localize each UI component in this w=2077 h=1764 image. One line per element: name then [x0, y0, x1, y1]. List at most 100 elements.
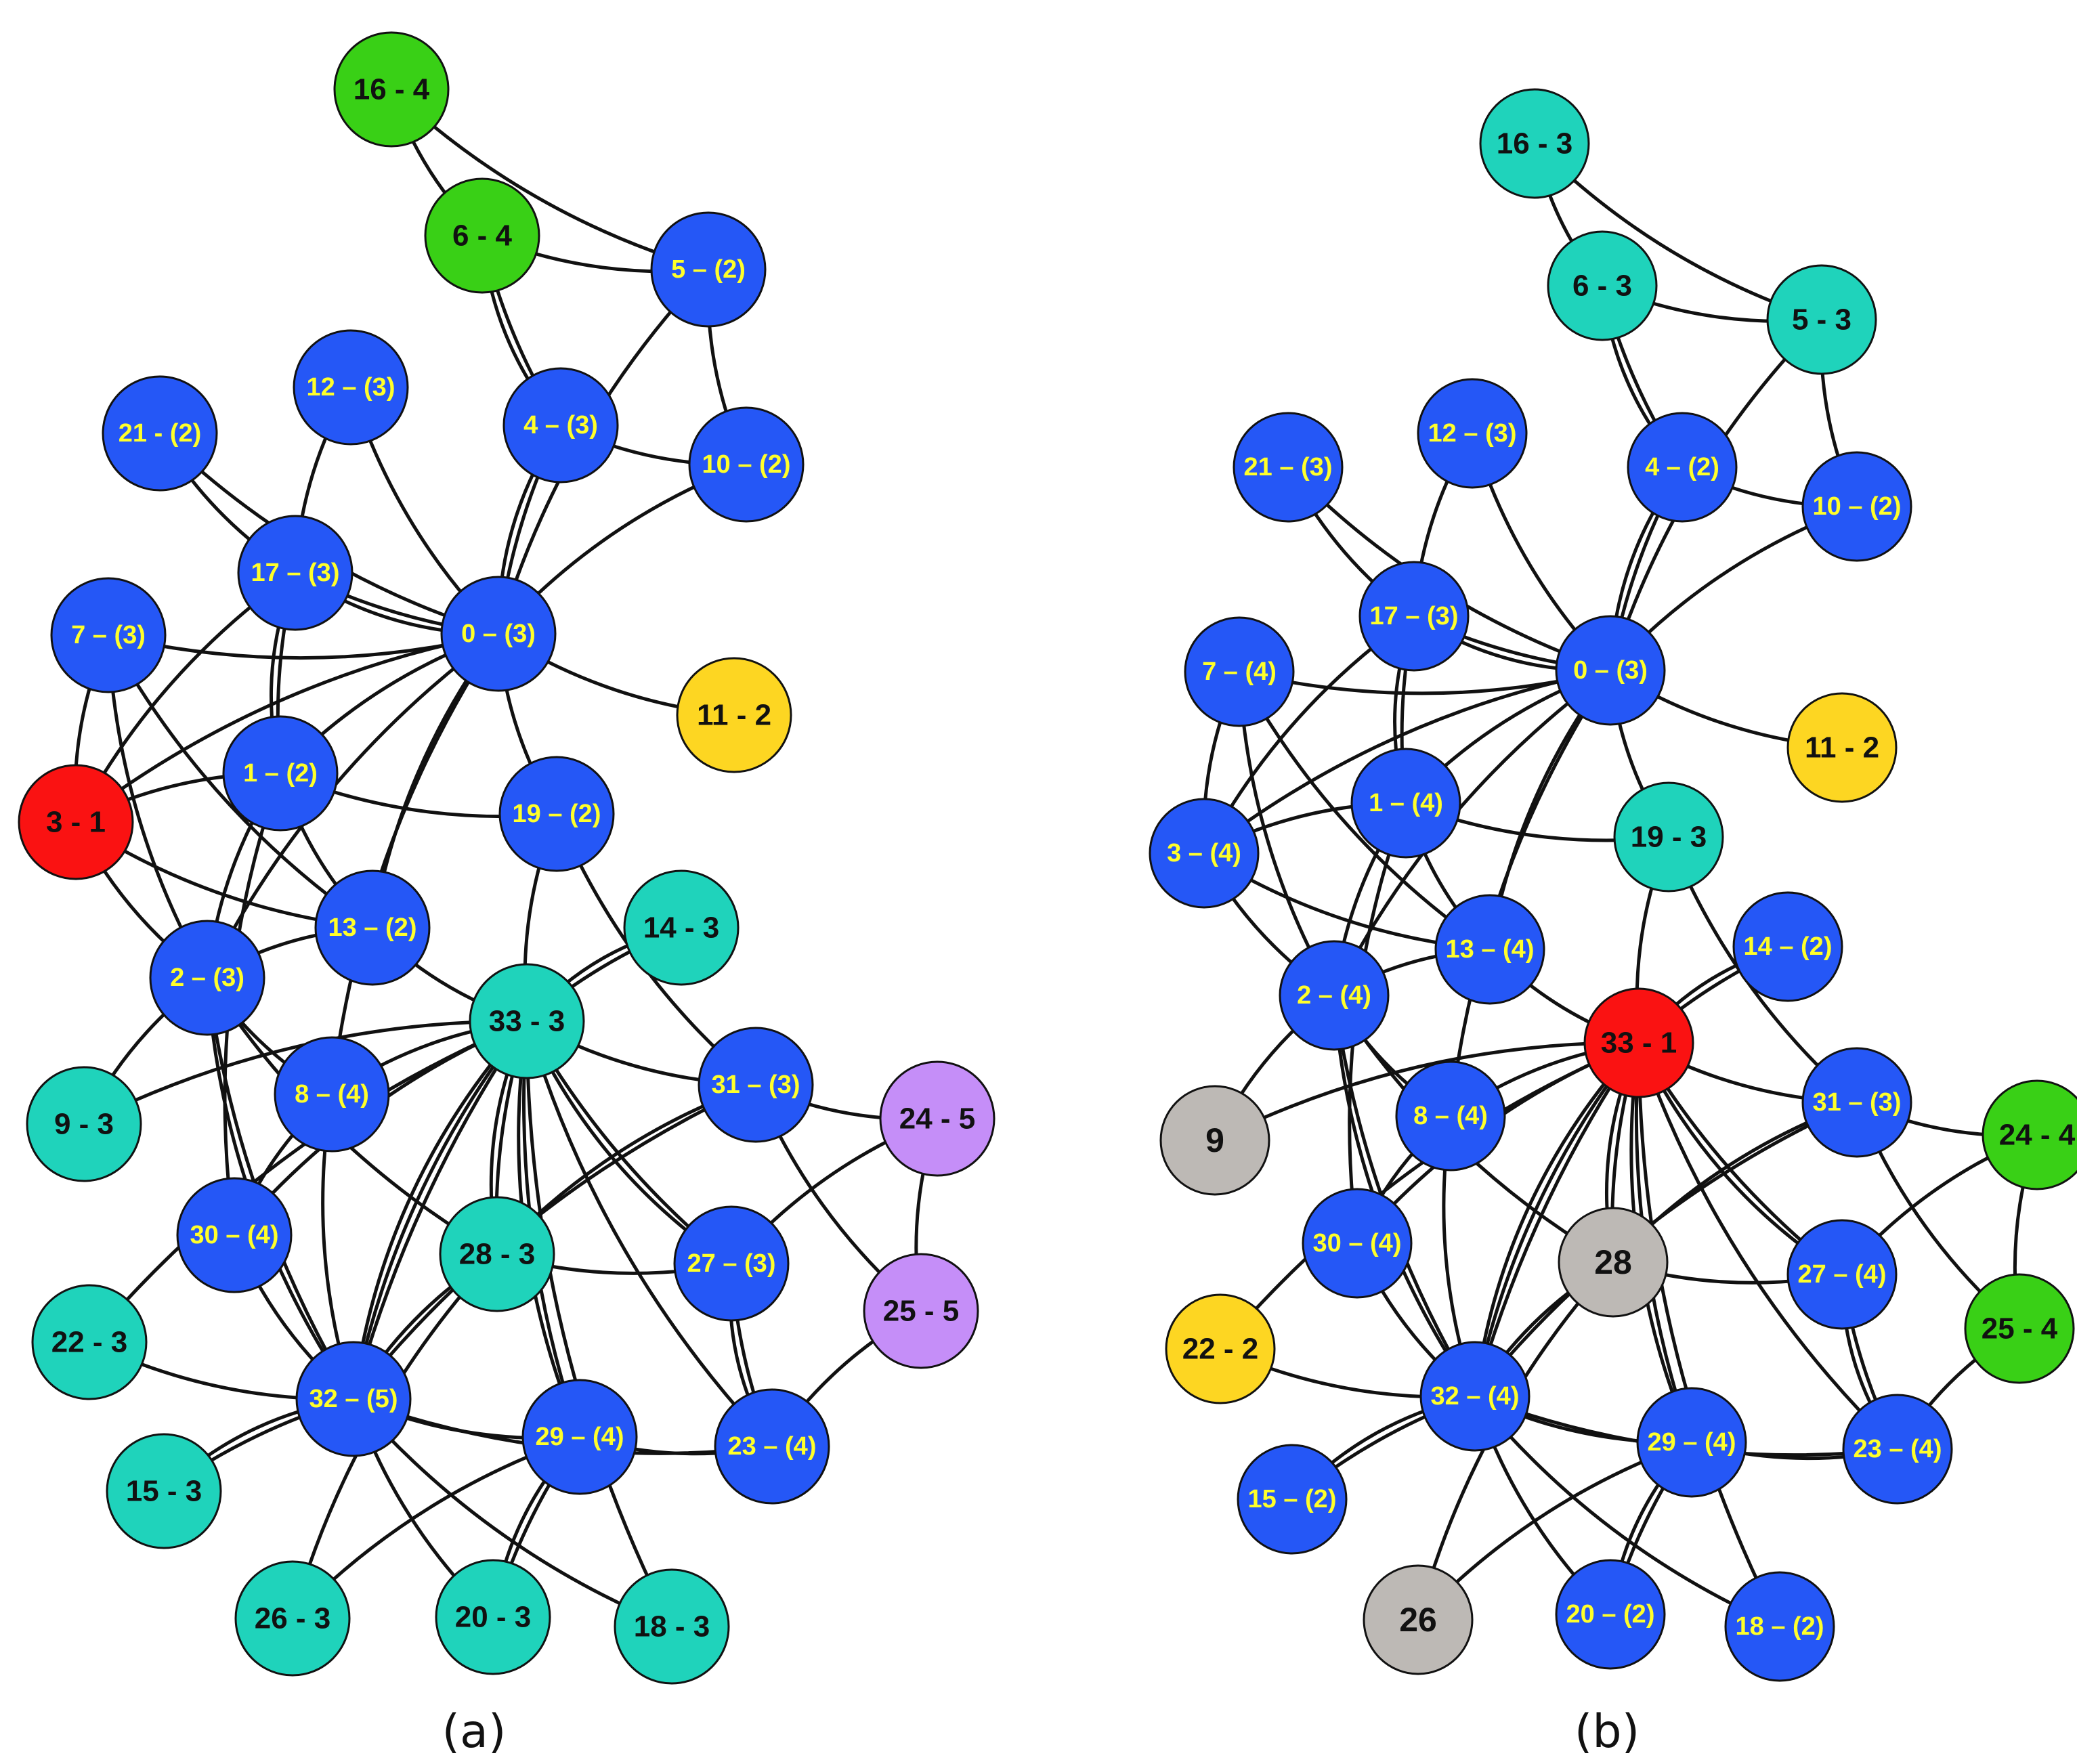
node-12-label: 12 – (3) [307, 373, 395, 402]
node-24-label: 24 - 5 [899, 1102, 976, 1136]
node-18: 18 - 3 [614, 1568, 730, 1685]
node-11-circle [1786, 692, 1898, 803]
node-14-label: 14 – (2) [1744, 932, 1833, 961]
node-3: 3 – (4) [1149, 798, 1260, 909]
edge-33-22 [88, 1019, 528, 1343]
node-27: 27 – (4) [1786, 1219, 1898, 1330]
edge-0-3 [1203, 668, 1611, 855]
node-11-circle [676, 657, 792, 773]
edge-33-18 [525, 1020, 674, 1628]
node-17-circle [237, 515, 354, 631]
edge-0-3 [74, 632, 499, 823]
node-9: 9 [1159, 1085, 1270, 1196]
node-3-circle [18, 764, 134, 880]
node-27: 27 – (3) [673, 1205, 790, 1322]
node-6-circle [424, 177, 540, 294]
node-27-circle [1786, 1219, 1898, 1330]
node-10-circle [1801, 451, 1912, 562]
node-12-circle [293, 329, 409, 446]
node-15-circle [106, 1433, 222, 1549]
node-16: 16 - 4 [333, 31, 450, 148]
node-20-label: 20 - 3 [455, 1601, 532, 1634]
node-27-label: 27 – (4) [1798, 1260, 1887, 1289]
node-11: 11 - 2 [1786, 692, 1898, 803]
panel-a-caption: (a) [442, 1705, 507, 1759]
node-10-label: 10 – (2) [702, 450, 791, 479]
node-7: 7 – (4) [1184, 616, 1295, 727]
edge-33-23 [1637, 1042, 1899, 1450]
node-0-label: 0 – (3) [461, 620, 536, 648]
node-0-circle [1555, 615, 1666, 726]
node-29-circle [521, 1379, 638, 1495]
node-13-circle [1434, 894, 1545, 1005]
node-15-circle [1237, 1444, 1348, 1555]
node-22-circle [31, 1284, 148, 1400]
node-4-label: 4 – (2) [1645, 453, 1719, 481]
node-6-label: 6 - 4 [452, 219, 513, 253]
node-18-circle [614, 1568, 730, 1685]
node-33: 33 - 1 [1583, 987, 1694, 1098]
node-28: 28 [1558, 1207, 1669, 1318]
node-25-label: 25 - 5 [883, 1295, 960, 1328]
node-6: 6 - 4 [424, 177, 540, 294]
node-21-label: 21 – (3) [1244, 453, 1333, 481]
edge-33-9 [1214, 1041, 1640, 1142]
node-1: 1 – (2) [222, 715, 339, 832]
edge-33-32 [351, 1020, 528, 1400]
node-21-circle [102, 375, 218, 492]
node-2-circle [1279, 940, 1390, 1051]
node-28-label: 28 - 3 [459, 1238, 536, 1271]
panel-b: 16 - 36 - 35 - 312 – (3)4 – (2)10 – (2)2… [1149, 88, 2077, 1759]
node-31-label: 31 – (3) [712, 1071, 800, 1099]
node-17-label: 17 – (3) [1370, 602, 1459, 630]
node-32: 32 – (5) [295, 1341, 412, 1457]
node-23-label: 23 – (4) [1854, 1435, 1942, 1463]
node-30-label: 30 – (4) [1313, 1229, 1402, 1257]
node-28: 28 - 3 [439, 1196, 555, 1312]
node-12-label: 12 – (3) [1428, 419, 1517, 448]
node-32-label: 32 – (4) [1431, 1382, 1520, 1411]
node-19-circle [1613, 781, 1724, 892]
node-13-circle [314, 869, 431, 986]
edge-33-23 [525, 1020, 773, 1448]
node-2-label: 2 – (4) [1297, 981, 1371, 1010]
node-25-circle [1964, 1273, 2075, 1384]
node-7-label: 7 – (3) [71, 621, 146, 649]
node-32-circle [1419, 1341, 1530, 1452]
node-9: 9 - 3 [26, 1066, 142, 1182]
node-17-label: 17 – (3) [251, 559, 340, 587]
node-23-circle [1842, 1394, 1953, 1505]
node-13-label: 13 – (4) [1446, 935, 1535, 964]
node-16-label: 16 - 3 [1497, 127, 1573, 160]
node-27-label: 27 – (3) [687, 1249, 776, 1278]
node-33-label: 33 - 1 [1601, 1027, 1677, 1060]
node-20: 20 - 3 [435, 1559, 551, 1675]
node-4: 4 – (2) [1627, 412, 1738, 523]
node-8-label: 8 – (4) [295, 1080, 369, 1109]
node-5-label: 5 – (2) [671, 255, 746, 284]
node-3: 3 - 1 [18, 764, 134, 880]
node-15: 15 – (2) [1237, 1444, 1348, 1555]
node-30-circle [176, 1177, 293, 1293]
node-21-label: 21 - (2) [119, 419, 201, 448]
node-31: 31 – (3) [1801, 1047, 1912, 1158]
node-32-circle [295, 1341, 412, 1457]
node-5: 5 – (2) [650, 211, 767, 328]
node-11-label: 11 - 2 [697, 699, 771, 732]
node-2: 2 – (3) [149, 920, 265, 1036]
node-11-label: 11 - 2 [1805, 731, 1879, 765]
node-31: 31 – (3) [698, 1027, 814, 1143]
node-26-circle [1363, 1564, 1474, 1675]
node-16: 16 - 3 [1479, 88, 1590, 199]
node-12-circle [1417, 378, 1528, 489]
node-8-label: 8 – (4) [1413, 1102, 1488, 1130]
panel-a: 16 - 46 - 45 – (2)12 – (3)4 – (3)10 – (2… [18, 31, 995, 1759]
node-7: 7 – (3) [50, 577, 167, 693]
node-18-circle [1724, 1571, 1835, 1682]
panel-a-nodes: 16 - 46 - 45 – (2)12 – (3)4 – (3)10 – (2… [18, 31, 995, 1685]
node-24-circle [879, 1060, 995, 1177]
node-5: 5 - 3 [1766, 264, 1877, 375]
node-29: 29 – (4) [1636, 1387, 1747, 1498]
node-0: 0 – (3) [440, 576, 557, 692]
node-7-circle [1184, 616, 1295, 727]
